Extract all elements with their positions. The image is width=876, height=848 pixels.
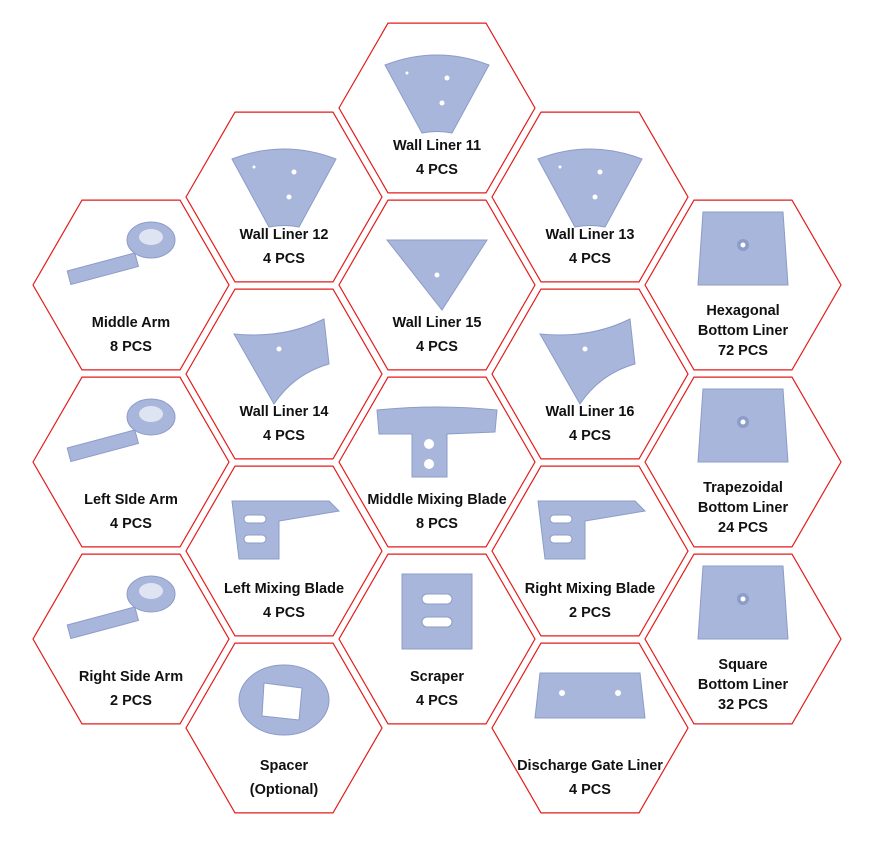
part-hexagon: Right Side Arm 2 PCS (32, 553, 230, 725)
part-hexagon: Wall Liner 13 4 PCS (491, 111, 689, 283)
quantity-label: 4 PCS (569, 428, 611, 444)
part-name-label: Wall Liner 13 (546, 227, 635, 243)
part-name-label: (Optional) (250, 782, 319, 798)
part-hexagon: Wall Liner 12 4 PCS (185, 111, 383, 283)
mixing-blade-icon (231, 500, 341, 560)
part-name-label: Discharge Gate Liner (517, 758, 663, 774)
quantity-label: 24 PCS (718, 520, 768, 536)
gate-plate-icon (534, 672, 646, 719)
part-hexagon: Left Mixing Blade 4 PCS (185, 465, 383, 637)
quantity-label: 4 PCS (263, 251, 305, 267)
part-hexagon: Wall Liner 15 4 PCS (338, 199, 536, 371)
curved-liner-icon (233, 318, 330, 405)
part-name-label: Wall Liner 12 (240, 227, 329, 243)
part-name-label: Left Mixing Blade (224, 581, 344, 597)
part-name-label: Square (718, 657, 767, 673)
part-hexagon: Wall Liner 11 4 PCS (338, 22, 536, 194)
hexagon-border (32, 553, 230, 725)
quantity-label: 4 PCS (416, 339, 458, 355)
part-name-label: Hexagonal (706, 303, 779, 319)
sector-liner-icon (231, 148, 337, 228)
part-name-label: Trapezoidal (703, 480, 783, 496)
part-name-label: Right Side Arm (79, 669, 183, 685)
quantity-label: 2 PCS (110, 693, 152, 709)
arm-icon (66, 398, 176, 463)
quantity-label: 4 PCS (569, 782, 611, 798)
part-hexagon: Discharge Gate Liner 4 PCS (491, 642, 689, 814)
scraper-icon (401, 573, 473, 650)
quantity-label: 2 PCS (569, 605, 611, 621)
part-name-label: Bottom Liner (698, 500, 789, 516)
part-name-label: Scraper (410, 669, 464, 685)
square-plate-icon (697, 211, 789, 286)
arm-icon (66, 221, 176, 286)
part-name-label: Middle Mixing Blade (367, 492, 506, 508)
part-name-label: Spacer (260, 758, 309, 774)
part-hexagon: Middle Mixing Blade 8 PCS (338, 376, 536, 548)
spacer-ring-icon (238, 664, 330, 736)
quantity-label: 32 PCS (718, 697, 768, 713)
part-name-label: Wall Liner 11 (393, 138, 481, 154)
part-hexagon: Wall Liner 16 4 PCS (491, 288, 689, 460)
part-hexagon: Wall Liner 14 4 PCS (185, 288, 383, 460)
quantity-label: 4 PCS (263, 428, 305, 444)
part-name-label: Bottom Liner (698, 677, 789, 693)
quantity-label: 4 PCS (263, 605, 305, 621)
part-name-label: Wall Liner 15 (393, 315, 482, 331)
quantity-label: 8 PCS (110, 339, 152, 355)
curved-liner-icon (539, 318, 636, 405)
sector-liner-icon (537, 148, 643, 228)
part-hexagon: Scraper 4 PCS (338, 553, 536, 725)
part-name-label: Right Mixing Blade (525, 581, 656, 597)
quantity-label: 4 PCS (569, 251, 611, 267)
quantity-label: 72 PCS (718, 343, 768, 359)
square-plate-icon (697, 388, 789, 463)
part-name-label: Left SIde Arm (84, 492, 178, 508)
quantity-label: 4 PCS (416, 162, 458, 178)
part-hexagon: Left SIde Arm 4 PCS (32, 376, 230, 548)
hexagon-border (32, 199, 230, 371)
hexagon-border (32, 376, 230, 548)
sector-liner-icon (384, 54, 490, 134)
triangle-liner-icon (385, 239, 488, 311)
part-name-label: Middle Arm (92, 315, 170, 331)
arm-icon (66, 575, 176, 640)
quantity-label: 4 PCS (110, 516, 152, 532)
quantity-label: 8 PCS (416, 516, 458, 532)
part-hexagon: Right Mixing Blade 2 PCS (491, 465, 689, 637)
part-hexagon: Spacer (Optional) (185, 642, 383, 814)
mixing-blade-icon (537, 500, 647, 560)
quantity-label: 4 PCS (416, 693, 458, 709)
part-name-label: Wall Liner 16 (546, 404, 635, 420)
part-hexagon: Middle Arm 8 PCS (32, 199, 230, 371)
square-plate-icon (697, 565, 789, 640)
t-blade-icon (376, 406, 498, 478)
part-name-label: Bottom Liner (698, 323, 789, 339)
part-name-label: Wall Liner 14 (240, 404, 329, 420)
